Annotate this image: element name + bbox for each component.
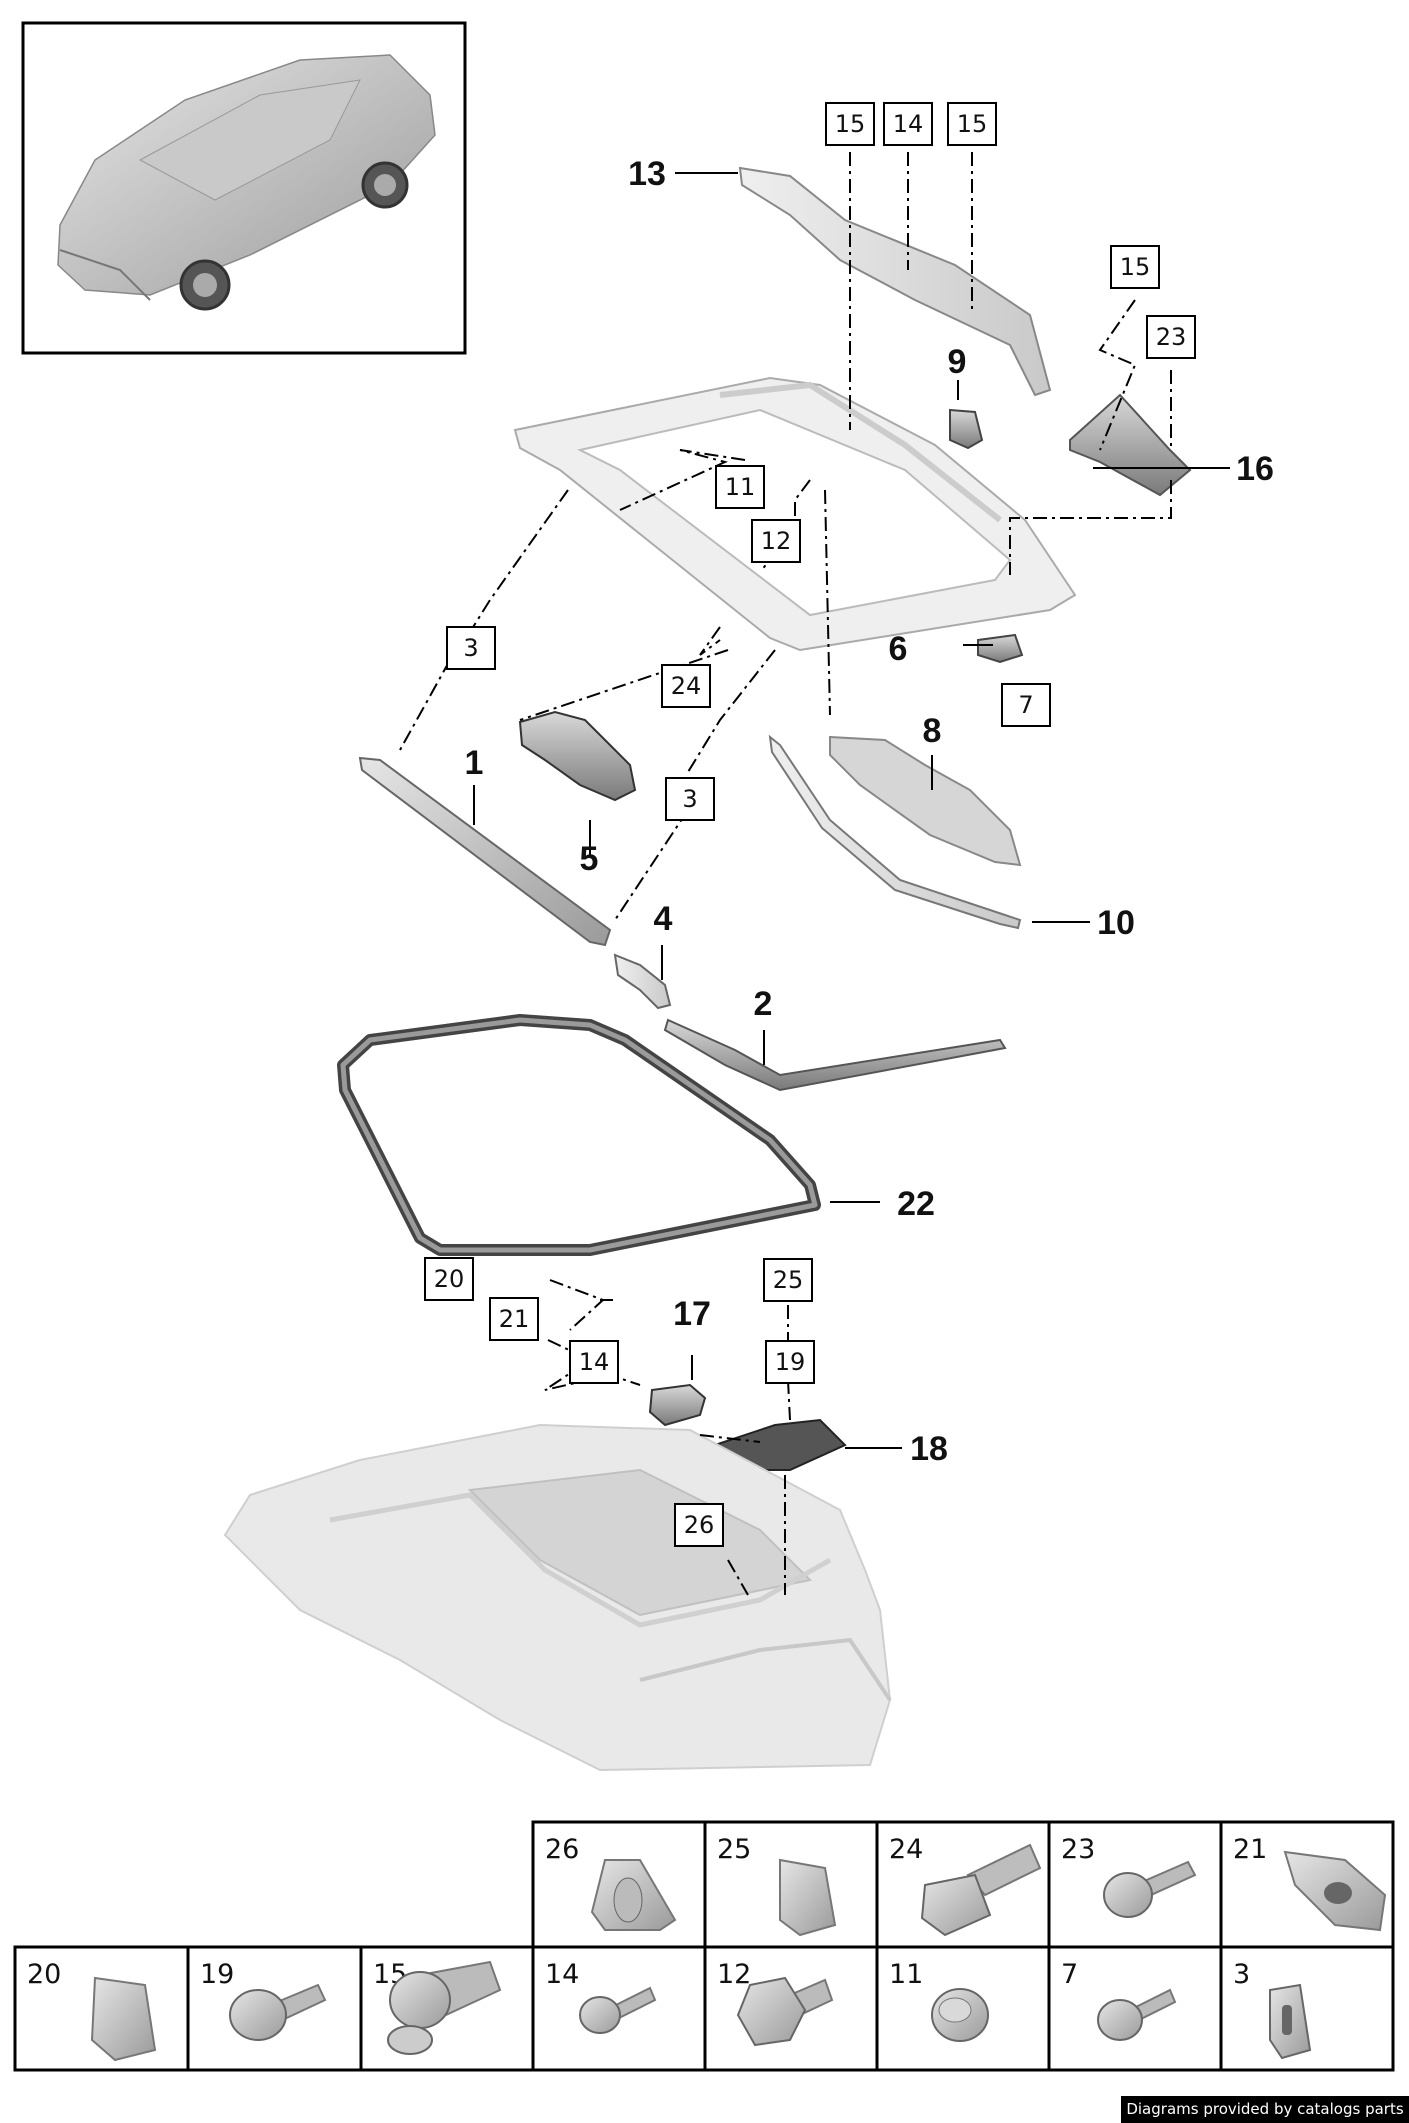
boxed-ref: 3 bbox=[665, 777, 715, 821]
part-2-strip bbox=[663, 1018, 1007, 1092]
part-22-seal bbox=[337, 1014, 821, 1256]
svg-text:20: 20 bbox=[434, 1265, 465, 1293]
fastener-11-image bbox=[931, 1988, 989, 2042]
fastener-19-image bbox=[229, 1983, 327, 2041]
svg-text:3: 3 bbox=[682, 785, 697, 813]
boxed-ref: 15 bbox=[825, 102, 875, 146]
part-5-motor bbox=[518, 710, 637, 802]
table-label-20: 20 bbox=[27, 1959, 61, 1990]
callout-8: 8 bbox=[923, 712, 942, 750]
svg-text:19: 19 bbox=[775, 1348, 806, 1376]
table-label-21: 21 bbox=[1233, 1834, 1267, 1865]
fastener-3-image bbox=[1269, 1983, 1312, 2060]
callout-16: 16 bbox=[1236, 450, 1274, 488]
fastener-25-image bbox=[779, 1858, 837, 1937]
boxed-ref: 14 bbox=[883, 102, 933, 146]
boxed-ref: 26 bbox=[674, 1503, 724, 1547]
fastener-14-image bbox=[579, 1986, 657, 2034]
boxed-ref: 12 bbox=[751, 519, 801, 563]
boxed-references: 15 14 15 15 23 11 12 3 24 7 3 20 21 14 2… bbox=[424, 102, 1196, 1547]
table-label-12: 12 bbox=[717, 1959, 751, 1990]
svg-text:14: 14 bbox=[893, 110, 924, 138]
callout-numbers: 1 2 4 5 6 8 9 10 13 16 17 18 22 bbox=[465, 155, 1274, 1468]
callout-18: 18 bbox=[910, 1430, 948, 1468]
part-17-part bbox=[648, 1383, 707, 1427]
boxed-ref: 24 bbox=[661, 664, 711, 708]
callout-4: 4 bbox=[654, 900, 673, 938]
boxed-ref: 14 bbox=[569, 1340, 619, 1384]
part-8-panel bbox=[829, 735, 1022, 867]
table-label-3: 3 bbox=[1233, 1959, 1250, 1990]
credit-label: Diagrams provided by catalogs parts bbox=[1121, 2096, 1409, 2123]
svg-text:25: 25 bbox=[773, 1266, 804, 1294]
part-6-tab bbox=[977, 633, 1024, 664]
svg-text:12: 12 bbox=[761, 527, 792, 555]
fastener-20-image bbox=[90, 1976, 157, 2062]
boxed-ref: 7 bbox=[1001, 683, 1051, 727]
callout-10: 10 bbox=[1097, 904, 1135, 942]
svg-text:15: 15 bbox=[1120, 253, 1151, 281]
boxed-ref: 15 bbox=[947, 102, 997, 146]
fastener-24-image bbox=[920, 1843, 1042, 1937]
part-9-clip bbox=[949, 408, 984, 450]
table-label-11: 11 bbox=[889, 1959, 923, 1990]
boxed-ref: 15 bbox=[1110, 245, 1160, 289]
car-thumbnail bbox=[21, 21, 467, 355]
svg-text:7: 7 bbox=[1018, 691, 1033, 719]
boxed-ref: 20 bbox=[424, 1257, 474, 1301]
boxed-ref: 3 bbox=[446, 626, 496, 670]
callout-13: 13 bbox=[628, 155, 666, 193]
svg-text:11: 11 bbox=[725, 473, 756, 501]
fastener-26-image bbox=[590, 1859, 677, 1931]
callout-6: 6 bbox=[889, 630, 908, 668]
part-1-strip bbox=[358, 756, 612, 947]
table-label-26: 26 bbox=[545, 1834, 579, 1865]
fastener-table: 26 25 24 23 21 20 19 15 14 12 11 7 3 bbox=[13, 1820, 1395, 2072]
svg-text:15: 15 bbox=[957, 110, 988, 138]
table-label-19: 19 bbox=[200, 1959, 234, 1990]
boxed-ref: 23 bbox=[1146, 315, 1196, 359]
callout-1: 1 bbox=[465, 744, 484, 782]
leader-lines bbox=[473, 172, 1230, 1449]
svg-text:21: 21 bbox=[499, 1305, 530, 1333]
callout-17: 17 bbox=[673, 1295, 711, 1333]
callout-22: 22 bbox=[897, 1185, 935, 1223]
svg-text:24: 24 bbox=[671, 672, 702, 700]
table-label-7: 7 bbox=[1061, 1959, 1078, 1990]
callout-5: 5 bbox=[580, 840, 599, 878]
fastener-21-image bbox=[1283, 1850, 1387, 1932]
fastener-12-image bbox=[736, 1976, 834, 2047]
boxed-ref: 11 bbox=[715, 465, 765, 509]
svg-text:15: 15 bbox=[835, 110, 866, 138]
svg-text:26: 26 bbox=[684, 1511, 715, 1539]
callout-2: 2 bbox=[754, 985, 773, 1023]
car-body bbox=[223, 1423, 892, 1772]
table-label-25: 25 bbox=[717, 1834, 751, 1865]
boxed-ref: 25 bbox=[763, 1258, 813, 1302]
table-label-14: 14 bbox=[545, 1959, 579, 1990]
table-label-24: 24 bbox=[889, 1834, 923, 1865]
part-13-rail bbox=[738, 166, 1052, 397]
svg-text:3: 3 bbox=[463, 634, 478, 662]
fastener-23-image bbox=[1103, 1860, 1197, 1918]
part-10-strip bbox=[768, 734, 1022, 930]
svg-text:14: 14 bbox=[579, 1348, 610, 1376]
fastener-15-image bbox=[387, 1960, 502, 2055]
boxed-ref: 21 bbox=[489, 1297, 539, 1341]
svg-text:23: 23 bbox=[1156, 323, 1187, 351]
part-4-bracket bbox=[613, 953, 672, 1010]
table-label-23: 23 bbox=[1061, 1834, 1095, 1865]
fastener-7-image bbox=[1097, 1988, 1177, 2041]
boxed-ref: 19 bbox=[765, 1340, 815, 1384]
part-16-bracket bbox=[1069, 393, 1192, 497]
callout-9: 9 bbox=[948, 343, 967, 381]
